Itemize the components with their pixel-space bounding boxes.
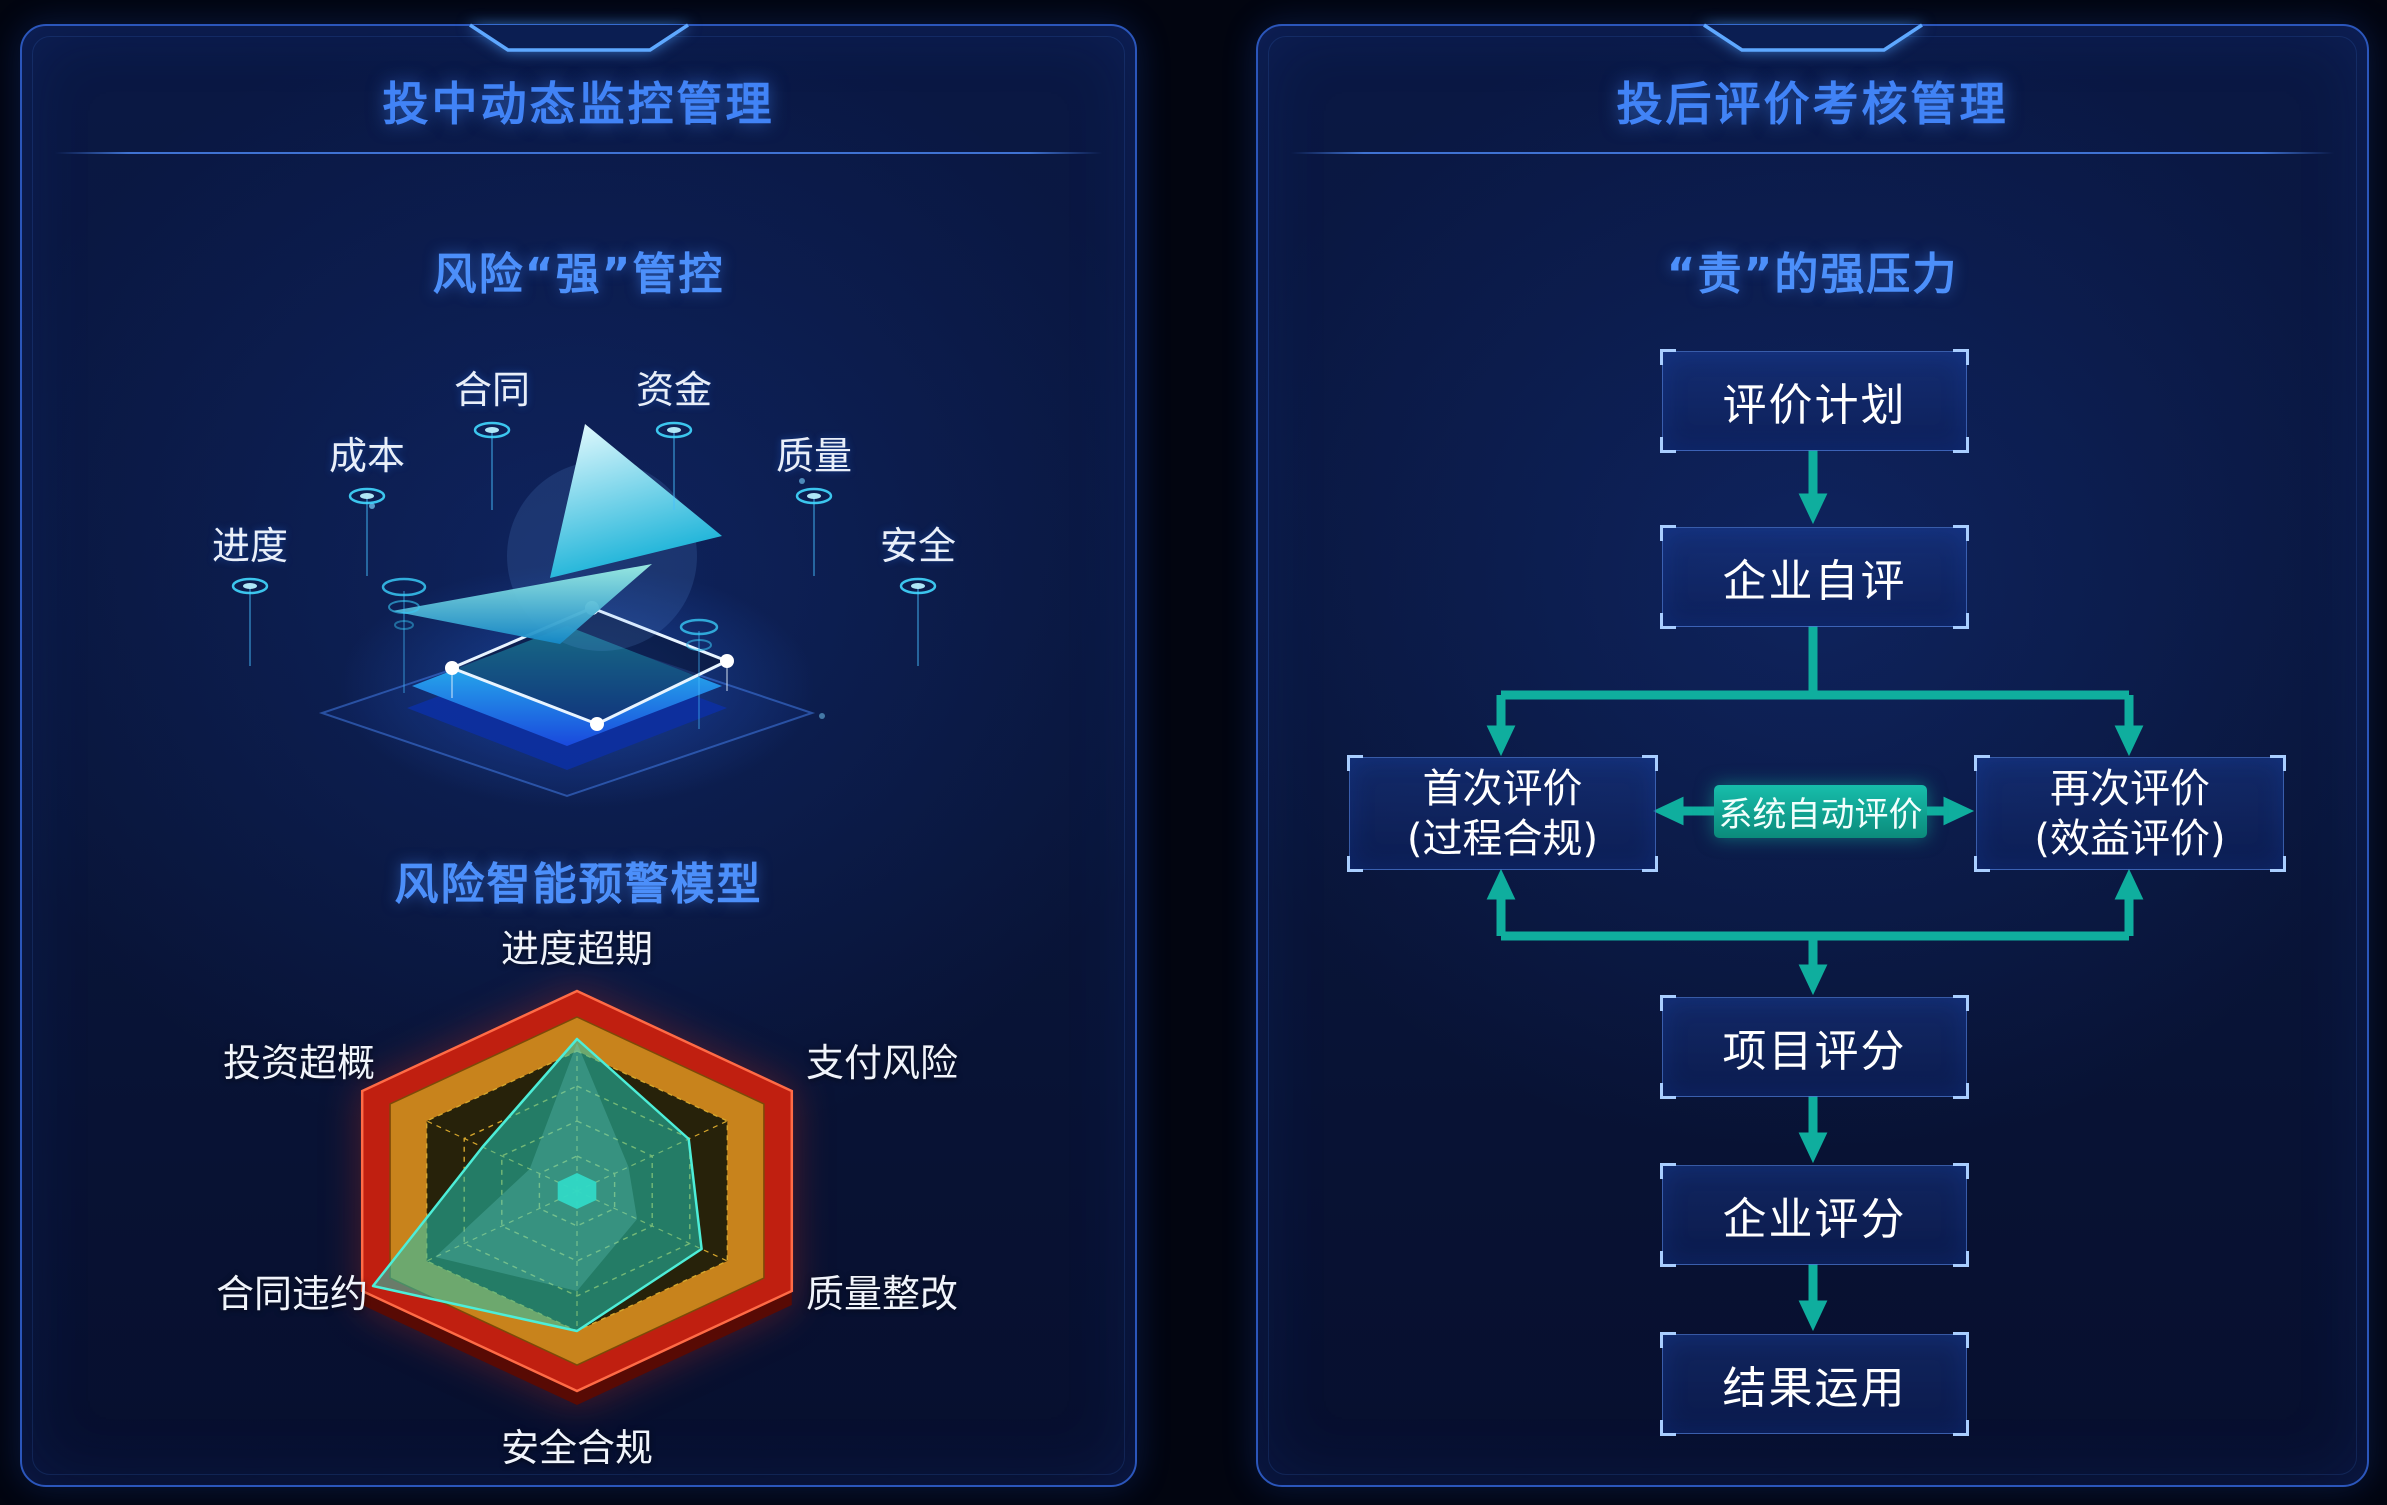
flow-node-result-apply: 结果运用 — [1660, 1332, 1969, 1436]
flow-node-label: 企业自评 — [1722, 556, 1907, 607]
radar-chart — [360, 989, 794, 1405]
radar-axis-label: 安全合规 — [500, 1426, 653, 1470]
flow-node-label: 系统自动评价 — [1718, 795, 1923, 835]
flow-node-auto-eval: 系统自动评价 — [1714, 785, 1927, 838]
isometric-platform-graphic — [318, 424, 825, 808]
flow-node-sublabel: (效益评价) — [2034, 815, 2226, 862]
paper-plane-body — [550, 424, 722, 578]
monitor-point-quality: 质量 — [744, 425, 884, 584]
flow-node-plan: 评价计划 — [1660, 349, 1969, 453]
panel-title: 投中动态监控管理 — [382, 77, 775, 131]
panel-post-investment: 投后评价考核管理 “责”的强压力 评价计划 企业自评 — [1256, 23, 2369, 1487]
monitor-point-cost: 成本 — [297, 425, 437, 584]
panel-notch — [1702, 23, 1923, 52]
panel-subtitle: “责”的强压力 — [1666, 249, 1959, 300]
monitor-point-label: 进度 — [211, 524, 288, 568]
flow-node-first-eval: 首次评价 (过程合规) — [1347, 755, 1658, 872]
monitor-point-funds: 资金 — [604, 359, 744, 518]
flow-node-sublabel: (过程合规) — [1406, 815, 1599, 862]
location-ring-icon — [899, 577, 937, 666]
panel-notch — [468, 23, 689, 52]
monitor-point-label: 成本 — [328, 434, 405, 478]
panel-during-investment: 投中动态监控管理 风险“强”管控 — [20, 23, 1137, 1487]
flowchart-arrows — [1486, 450, 2144, 1332]
monitor-point-safety: 安全 — [848, 515, 988, 674]
flow-node-self-eval: 企业自评 — [1660, 525, 1969, 629]
monitor-point-label: 资金 — [635, 368, 712, 412]
title-divider — [55, 152, 1102, 154]
ring-stack-icon — [679, 618, 719, 729]
flow-node-label: 结果运用 — [1722, 1363, 1907, 1414]
flow-node-project-score: 项目评分 — [1660, 995, 1969, 1099]
monitor-point-contract: 合同 — [422, 359, 562, 518]
location-ring-icon — [795, 487, 833, 576]
radar-axis-label: 合同违约 — [215, 1272, 368, 1316]
panel-subtitle: 风险“强”管控 — [432, 249, 725, 300]
paper-plane-wing — [392, 564, 652, 644]
monitor-point-label: 安全 — [879, 524, 956, 568]
radar-axis-label: 投资超概 — [222, 1041, 375, 1085]
flow-node-label: 评价计划 — [1722, 380, 1907, 431]
location-ring-icon — [655, 421, 693, 510]
flow-node-label: 项目评分 — [1722, 1026, 1907, 1077]
monitor-point-progress: 进度 — [180, 515, 320, 674]
location-ring-icon — [231, 577, 269, 666]
title-divider — [1291, 152, 2334, 154]
panel-title: 投后评价考核管理 — [1616, 77, 2009, 131]
location-ring-icon — [473, 421, 511, 510]
flow-node-label: 企业评分 — [1722, 1194, 1907, 1245]
flow-node-second-eval: 再次评价 (效益评价) — [1974, 755, 2286, 872]
ring-stack-icon — [381, 577, 427, 693]
flow-node-label: 首次评价 — [1422, 765, 1583, 812]
radar-axis-label: 质量整改 — [805, 1272, 958, 1316]
connector-split — [1501, 626, 2129, 700]
monitor-point-label: 合同 — [453, 368, 530, 412]
radar-axis-label: 支付风险 — [805, 1041, 958, 1085]
monitor-point-label: 质量 — [775, 434, 852, 478]
model-title: 风险智能预警模型 — [394, 859, 763, 910]
flow-node-enterprise-score: 企业评分 — [1660, 1163, 1969, 1267]
radar-axis-label: 进度超期 — [500, 927, 653, 971]
flow-node-label: 再次评价 — [2050, 765, 2210, 812]
location-ring-icon — [348, 487, 386, 576]
